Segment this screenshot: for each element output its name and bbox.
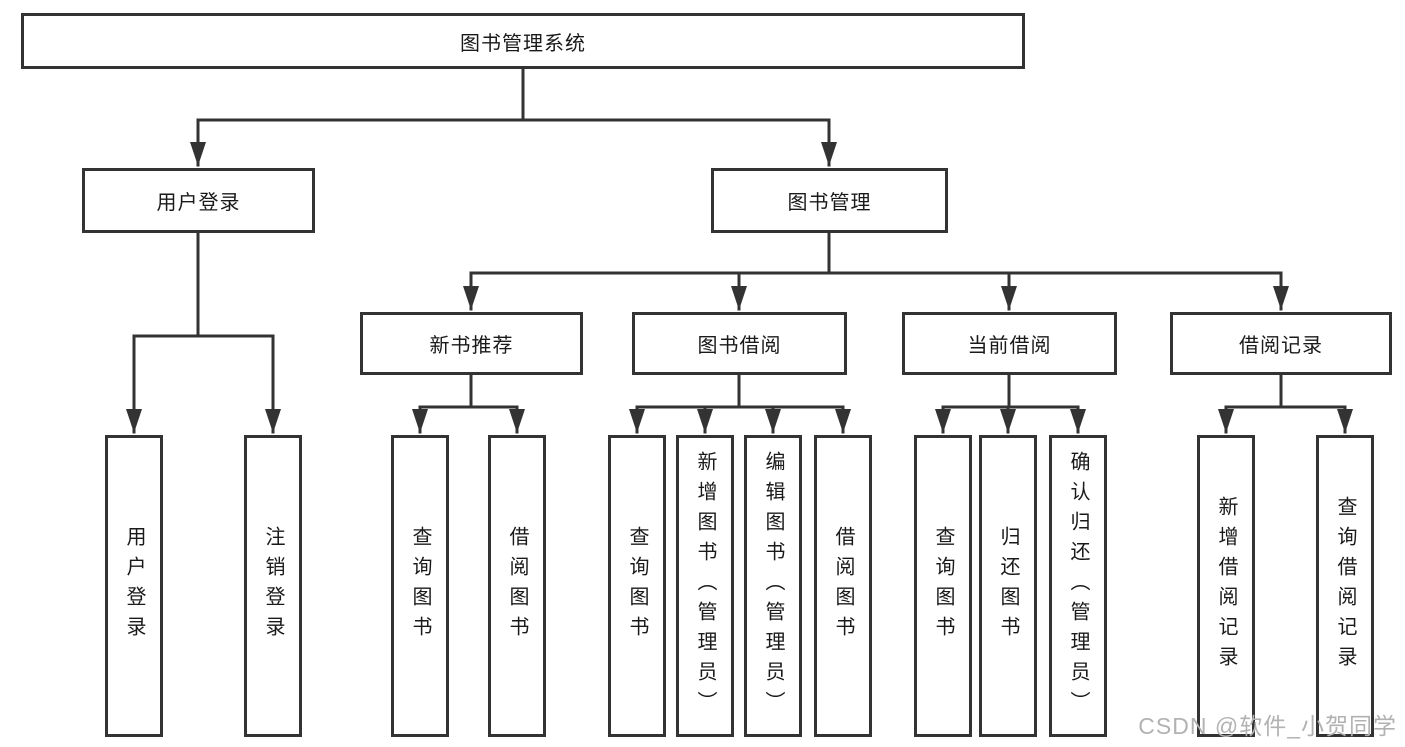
leaf-label: 借阅图书 <box>832 526 854 646</box>
leaf-label: 编辑图书（管理员） <box>762 451 784 721</box>
leaf-logout: 注销登录 <box>244 435 302 737</box>
leaf-label: 新增借阅记录 <box>1215 496 1237 676</box>
node-current-borrowing: 当前借阅 <box>902 312 1117 375</box>
node-borrowing-records: 借阅记录 <box>1170 312 1392 375</box>
leaf-label: 查询图书 <box>626 526 648 646</box>
leaf-label: 新增图书（管理员） <box>694 451 716 721</box>
leaf-edit-book-admin: 编辑图书（管理员） <box>744 435 802 737</box>
leaf-label: 注销登录 <box>262 526 284 646</box>
leaf-query-borrow-record: 查询借阅记录 <box>1316 435 1374 737</box>
leaf-borrow-books-recommend: 借阅图书 <box>488 435 546 737</box>
leaf-label: 查询图书 <box>409 526 431 646</box>
leaf-return-books: 归还图书 <box>979 435 1037 737</box>
leaf-label: 查询图书 <box>932 526 954 646</box>
leaf-confirm-return-admin: 确认归还（管理员） <box>1049 435 1107 737</box>
leaf-query-books-borrow: 查询图书 <box>608 435 666 737</box>
node-user-login: 用户登录 <box>82 168 315 233</box>
leaf-query-books-recommend: 查询图书 <box>391 435 449 737</box>
leaf-label: 确认归还（管理员） <box>1067 451 1089 721</box>
leaf-query-books-current: 查询图书 <box>914 435 972 737</box>
leaf-borrow-books: 借阅图书 <box>814 435 872 737</box>
node-book-borrowing: 图书借阅 <box>632 312 847 375</box>
leaf-label: 归还图书 <box>997 526 1019 646</box>
leaf-label: 借阅图书 <box>506 526 528 646</box>
leaf-label: 查询借阅记录 <box>1334 496 1356 676</box>
node-library-system: 图书管理系统 <box>21 13 1025 69</box>
leaf-label: 用户登录 <box>123 526 145 646</box>
leaf-add-borrow-record: 新增借阅记录 <box>1197 435 1255 737</box>
leaf-user-login: 用户登录 <box>105 435 163 737</box>
leaf-add-book-admin: 新增图书（管理员） <box>676 435 734 737</box>
node-new-book-recommend: 新书推荐 <box>360 312 583 375</box>
node-book-management: 图书管理 <box>711 168 948 233</box>
